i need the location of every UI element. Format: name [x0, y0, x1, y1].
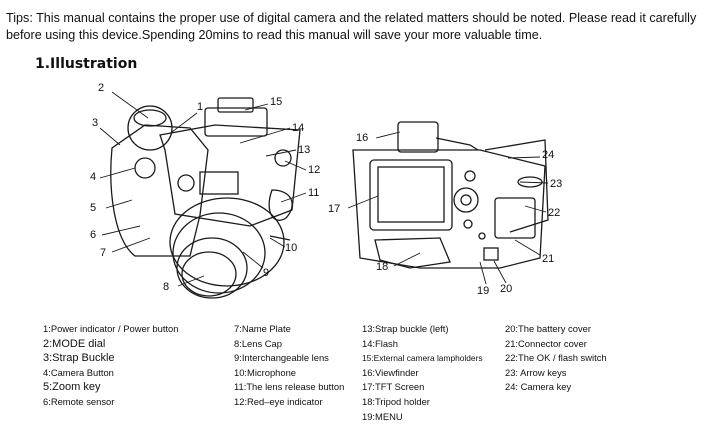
callout-15: 15	[270, 96, 282, 108]
callout-6: 6	[90, 229, 96, 241]
front-camera-drawing	[110, 97, 301, 299]
callout-18: 18	[376, 261, 388, 273]
legend-item: 1:Power indicator / Power button	[43, 323, 179, 334]
section-heading: 1.Illustration	[35, 56, 138, 72]
callout-13: 13	[298, 144, 310, 156]
legend-item: 24: Camera key	[505, 381, 572, 393]
legend-column-2: 7:Name Plate 8:Lens Cap 9:Interchangeabl…	[234, 322, 344, 410]
legend-item: 3:Strap Buckle	[43, 352, 115, 365]
legend-item: 13:Strap buckle (left)	[362, 323, 449, 334]
legend-item: 19:MENU	[362, 410, 403, 422]
legend-item: 5:Zoom key	[43, 381, 101, 394]
callout-23: 23	[550, 178, 562, 190]
legend-item: 21:Connector cover	[505, 337, 587, 349]
legend-item: 8:Lens Cap	[234, 337, 282, 349]
callout-9: 9	[263, 267, 269, 279]
callout-20: 20	[500, 283, 512, 295]
callout-14: 14	[292, 122, 304, 134]
callout-8: 8	[163, 281, 169, 293]
callout-1: 1	[197, 101, 203, 113]
legend-item: 4:Camera Button	[43, 366, 114, 378]
callout-10: 10	[285, 242, 297, 254]
callout-24: 24	[542, 149, 554, 161]
callout-17: 17	[328, 203, 340, 215]
back-camera-drawing	[352, 121, 549, 269]
legend-column-3: 13:Strap buckle (left) 14:Flash 15:Exter…	[362, 322, 483, 424]
legend-item: 7:Name Plate	[234, 323, 291, 334]
legend-item: 18:Tripod holder	[362, 395, 430, 407]
callout-11: 11	[308, 187, 319, 199]
callout-12: 12	[308, 164, 320, 176]
legend-item: 15:External camera lampholders	[362, 353, 483, 364]
legend-item: 14:Flash	[362, 337, 398, 349]
legend-item: 9:Interchangeable lens	[234, 352, 329, 364]
legend-column-4: 20:The battery cover 21:Connector cover …	[505, 322, 607, 395]
callout-3: 3	[92, 117, 98, 129]
callout-4: 4	[90, 171, 96, 183]
legend-item: 16:Viewfinder	[362, 366, 419, 378]
legend-item: 17:TFT Screen	[362, 381, 425, 393]
legend-item: 22:The OK / flash switch	[505, 352, 607, 364]
callout-16: 16	[356, 132, 368, 144]
callout-19: 19	[477, 285, 489, 297]
callout-2: 2	[98, 82, 104, 94]
callout-22: 22	[548, 207, 560, 219]
callout-5: 5	[90, 202, 96, 214]
legend-item: 12:Red–eye indicator	[234, 395, 323, 407]
legend-column-1: 1:Power indicator / Power button 2:MODE …	[43, 322, 179, 410]
legend-item: 10:Microphone	[234, 366, 297, 378]
tips-paragraph: Tips: This manual contains the proper us…	[6, 11, 697, 42]
legend-item: 23: Arrow keys	[505, 366, 567, 378]
legend-item: 2:MODE dial	[43, 337, 106, 350]
callout-7: 7	[100, 247, 106, 259]
legend-item: 6:Remote sensor	[43, 395, 115, 407]
callout-21: 21	[542, 253, 554, 265]
legend-item: 11:The lens release button	[234, 381, 345, 393]
legend-item: 20:The battery cover	[505, 323, 591, 334]
